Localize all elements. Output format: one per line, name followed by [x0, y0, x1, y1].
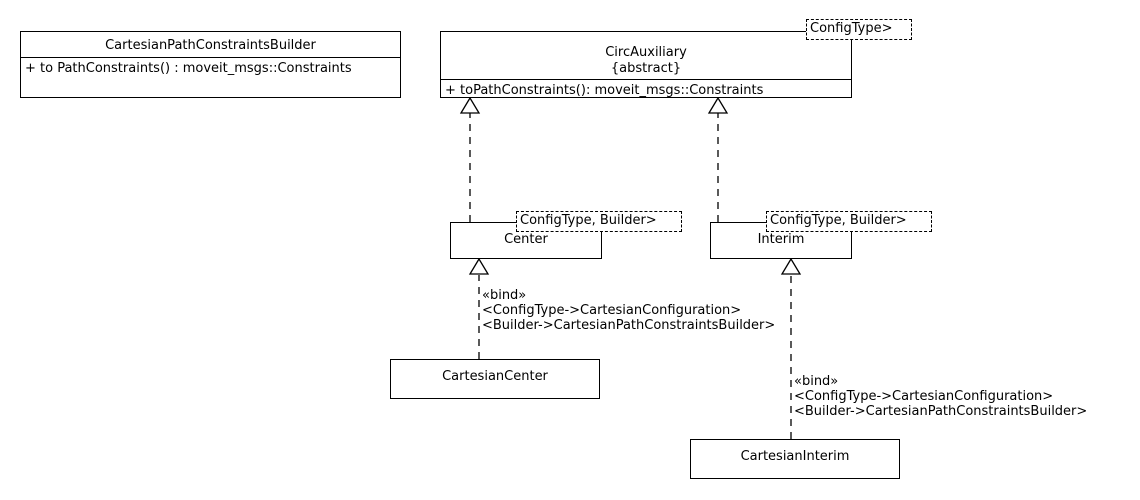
- class-box-circ-auxiliary[interactable]: CircAuxiliary {abstract} + toPathConstra…: [440, 31, 852, 98]
- hollow-triangle-cartesiancenter-to-center: [468, 257, 490, 275]
- class-name-circ-auxiliary-compartment: CircAuxiliary {abstract}: [441, 32, 851, 80]
- class-box-cartesian-interim[interactable]: CartesianInterim: [690, 439, 900, 479]
- class-name-interim: Interim: [757, 232, 805, 247]
- bind-note-center-line2: <Builder->CartesianPathConstraintsBuilde…: [482, 318, 776, 333]
- class-name-builder: CartesianPathConstraintsBuilder: [21, 32, 400, 58]
- class-member-circ-auxiliary-0: + toPathConstraints(): moveit_msgs::Cons…: [445, 83, 764, 98]
- class-abstract-tag-circ-auxiliary: {abstract}: [610, 61, 682, 76]
- class-box-cartesian-center[interactable]: CartesianCenter: [390, 359, 600, 399]
- bind-note-interim: «bind» <ConfigType->CartesianConfigurati…: [794, 374, 1088, 419]
- bind-note-interim-stereotype: «bind»: [794, 374, 839, 389]
- bind-note-center: «bind» <ConfigType->CartesianConfigurati…: [482, 288, 776, 333]
- bind-note-center-stereotype: «bind»: [482, 288, 527, 303]
- class-empty-compartment-builder: [21, 79, 400, 96]
- bind-note-interim-line1: <ConfigType->CartesianConfiguration>: [794, 389, 1054, 404]
- bind-note-interim-line2: <Builder->CartesianPathConstraintsBuilde…: [794, 404, 1088, 419]
- hollow-triangle-cartesianinterim-to-interim: [780, 257, 802, 275]
- template-param-center: ConfigType, Builder>: [516, 211, 682, 232]
- class-name-circ-auxiliary: CircAuxiliary: [605, 45, 687, 60]
- template-param-circ-auxiliary: ConfigType>: [806, 19, 912, 40]
- class-name-cartesian-center: CartesianCenter: [442, 369, 548, 384]
- class-name-cartesian-interim: CartesianInterim: [740, 449, 850, 464]
- template-param-interim: ConfigType, Builder>: [766, 211, 932, 232]
- class-member-builder-0: + to PathConstraints() : moveit_msgs::Co…: [25, 61, 352, 76]
- class-name-center: Center: [504, 232, 548, 247]
- class-box-cartesian-path-constraints-builder[interactable]: CartesianPathConstraintsBuilder + to Pat…: [20, 31, 401, 98]
- bind-note-center-line1: <ConfigType->CartesianConfiguration>: [482, 303, 742, 318]
